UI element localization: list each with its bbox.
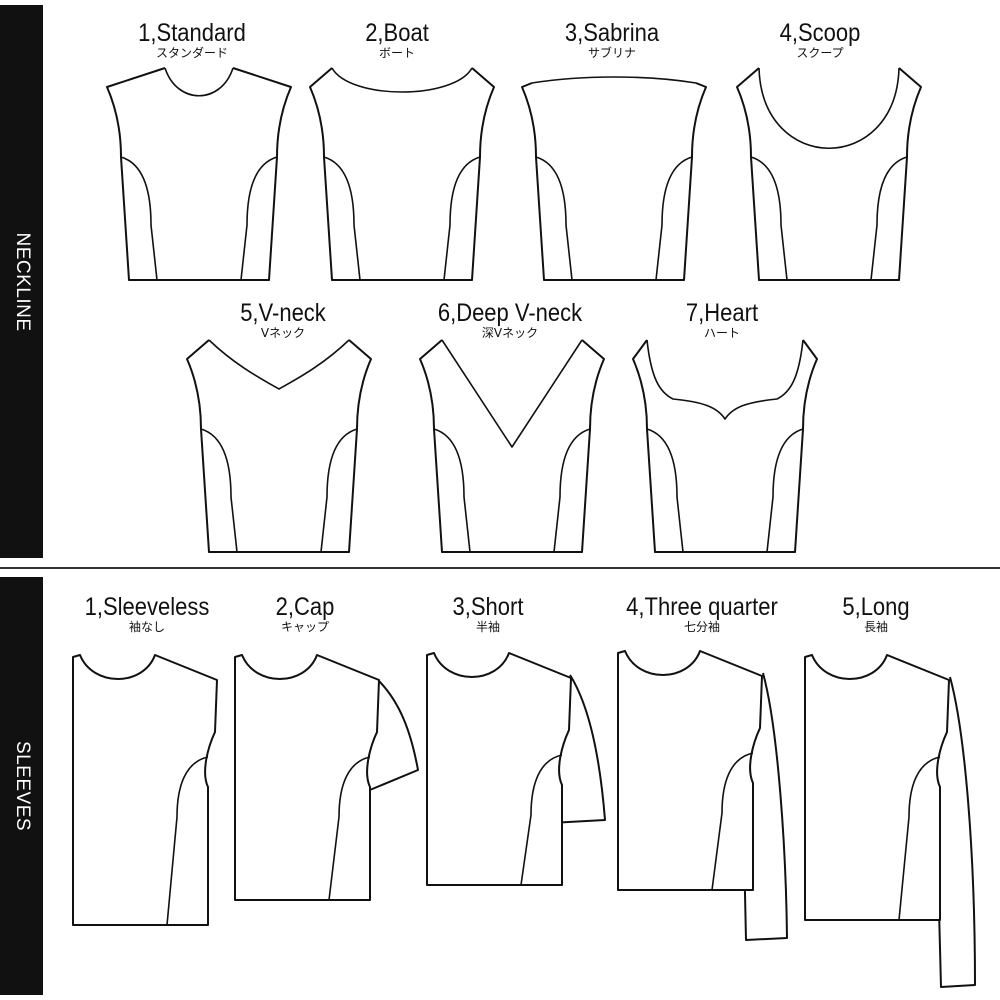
bodice-sabrina [521, 76, 707, 281]
bodice-outline [186, 339, 372, 553]
sleeves-section-bar: SLEEVES [0, 577, 43, 995]
armhole-seam [558, 729, 570, 786]
side-panel-right [320, 428, 358, 553]
label-jp: 半袖 [475, 620, 501, 634]
torso-short [426, 652, 606, 886]
label-en: 4,Scoop [779, 19, 861, 47]
side-panel-left [535, 156, 573, 281]
side-panel [166, 756, 209, 926]
torso-sleeveless [72, 654, 218, 926]
side-panel-right [655, 156, 693, 281]
label-jp: 七分袖 [683, 620, 721, 634]
label-jp: 袖なし [128, 620, 165, 634]
label-jp: キャップ [280, 620, 329, 634]
bodice-v-neck [186, 339, 372, 553]
label-jp: ボート [378, 46, 415, 60]
torso-long [804, 654, 976, 988]
label-en: 2,Cap [275, 593, 335, 621]
armhole-seam [366, 731, 378, 788]
side-panel [898, 756, 941, 921]
neckline-curve [531, 76, 697, 84]
label-jp: サブリナ [587, 46, 636, 60]
side-panel-right [553, 428, 591, 553]
side-panel-left [200, 428, 238, 553]
neckline-curve [164, 67, 234, 97]
side-panel [520, 754, 563, 886]
bodice-outline [632, 339, 818, 553]
torso-outline [804, 654, 950, 921]
side-panel-right [870, 156, 908, 281]
label-jp: スクープ [796, 46, 844, 60]
label-en: 1,Standard [138, 19, 246, 47]
label-en: 4,Three quarter [626, 593, 778, 621]
side-panel-left [750, 156, 788, 281]
sleeve-three-quarter [743, 672, 788, 941]
bodice-deep-v-neck [419, 339, 605, 553]
label-en: 3,Sabrina [564, 19, 660, 47]
label-en: 2,Boat [365, 19, 429, 47]
section-divider [0, 567, 1000, 569]
bodice-scoop [736, 67, 922, 281]
label-en: 1,Sleeveless [84, 593, 210, 621]
torso-outline [426, 652, 572, 886]
side-panel-left [323, 156, 361, 281]
torso-outline [234, 654, 380, 901]
side-panel-right [443, 156, 481, 281]
bodice-heart [632, 339, 818, 553]
neckline-curve [441, 339, 583, 448]
torso-three-quarter [617, 650, 788, 941]
torso-outline [72, 654, 218, 926]
sleeve-long [936, 676, 976, 988]
neckline-section-bar: NECKLINE [0, 5, 43, 558]
bodice-outline [736, 67, 922, 281]
neckline-curve [758, 67, 900, 149]
neckline-curve [331, 67, 473, 93]
bodice-outline [309, 67, 495, 281]
label-jp: ハート [703, 326, 741, 340]
label-jp: 深Vネック [481, 326, 539, 340]
side-panel-left [433, 428, 471, 553]
torso-outline [617, 650, 763, 891]
side-panel [328, 756, 371, 901]
label-jp: 長袖 [863, 620, 888, 634]
armhole-seam [936, 731, 948, 788]
armhole-seam [749, 727, 761, 784]
label-jp: Vネック [260, 326, 306, 340]
side-panel [711, 752, 754, 891]
label-en: 7,Heart [685, 299, 759, 327]
bodice-outline [521, 82, 707, 281]
neckline-curve [208, 339, 350, 390]
bodice-boat [309, 67, 495, 281]
side-panel-right [240, 156, 278, 281]
side-panel-left [120, 156, 158, 281]
label-en: 3,Short [452, 593, 524, 621]
label-en: 6,Deep V-neck [437, 299, 583, 327]
bodice-standard [106, 67, 292, 281]
side-panel-right [766, 428, 804, 553]
sleeve-short [549, 674, 606, 824]
label-jp: スタンダード [155, 46, 229, 60]
bodice-outline [106, 67, 292, 281]
torso-cap [234, 654, 419, 901]
label-en: 5,Long [842, 593, 910, 621]
label-en: 5,V-neck [240, 299, 326, 327]
neckline-curve [646, 339, 804, 420]
side-panel-left [646, 428, 684, 553]
